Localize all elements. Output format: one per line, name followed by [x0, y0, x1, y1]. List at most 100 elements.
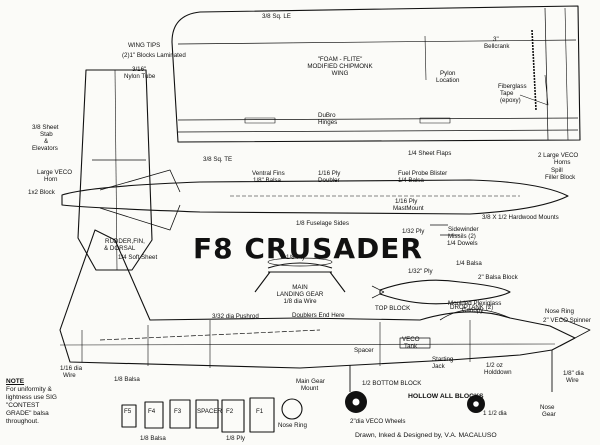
label-f4: F4 — [148, 408, 156, 415]
label-main-gear-2: LANDING GEAR — [276, 291, 324, 298]
label-soft-sheet: 1/4 Soft Sheet — [118, 254, 158, 261]
droptank — [379, 279, 511, 305]
label-droptank: DROPTANK (2) — [450, 304, 494, 311]
label-foam-flite: "FOAM - FLITE" — [317, 56, 363, 63]
label-wheels: 2"dia VECO Wheels — [350, 418, 406, 425]
label-former-balsa: 1/8 Balsa — [140, 435, 166, 442]
label-nose-gear-2: Gear — [542, 411, 556, 418]
fuselage-side-view — [59, 229, 576, 369]
label-sheet-stab-4: Elevators — [32, 145, 58, 152]
label-veco-horns-2: Horns — [554, 159, 571, 166]
wheels — [345, 391, 485, 413]
label-canopy-1: Moulded Plexiglass — [448, 300, 502, 307]
former-f3 — [169, 399, 191, 429]
label-dia-15: 1 1/2 dia — [483, 410, 507, 417]
label-wing-tips: WING TIPS — [128, 42, 161, 49]
label-nose-ring: Nose Ring — [545, 308, 574, 315]
label-mast-mount-1: 1/16 Ply — [395, 198, 418, 205]
label-starting-1: Starting — [432, 356, 454, 363]
label-fiberglass-2: Tape — [500, 90, 514, 97]
label-nose-gear-1: Nose — [540, 404, 555, 411]
landing-gear — [254, 262, 346, 293]
label-gear-mount-2: Mount — [301, 385, 319, 392]
label-ply-8: 1/8 Ply — [286, 254, 305, 261]
label-former-ply: 1/8 Ply — [226, 435, 245, 442]
label-ventral-2: 1/8" Balsa — [253, 177, 281, 184]
label-mast-mount-2: MastMount — [393, 205, 424, 212]
label-sheet-stab-2: Stab — [40, 131, 53, 138]
label-hold-1: 1/2 oz — [486, 362, 503, 369]
label-nylon-tube-2: Nylon Tube — [124, 73, 156, 80]
label-pylon-2: Location — [436, 77, 460, 84]
label-spill-1: Spill — [551, 167, 563, 174]
label-ventral-1: Ventral Fins — [252, 170, 285, 177]
label-quarter-balsa: 1/4 Balsa — [398, 177, 424, 184]
label-balsa-14: 1/4 Balsa — [456, 260, 482, 267]
label-sheet-stab-1: 3/8 Sheet — [32, 124, 59, 131]
label-veco-horn-2: Horn — [44, 176, 58, 183]
label-f1: F1 — [256, 408, 264, 415]
stabilizer-outline — [77, 69, 153, 271]
former-spacer — [195, 399, 219, 429]
label-fuel-probe: Fuel Probe Blister — [398, 170, 448, 177]
former-f1 — [249, 397, 275, 433]
label-pylon-1: Pylon — [440, 70, 456, 77]
label-bellcrank-2: Bellcrank — [484, 43, 510, 50]
former-f2 — [221, 399, 245, 433]
label-wire-16-2: Wire — [63, 372, 76, 379]
label-tank-1: VECO — [402, 336, 420, 343]
label-sidewinder-2: Missils (2) — [448, 233, 476, 240]
label-sq-le: 3/8 Sq. LE — [262, 13, 291, 20]
label-block-2: 2" Balsa Block — [478, 274, 518, 281]
label-spinner: 2" VECO Spinner — [543, 317, 591, 324]
label-rudder-2: & DORSAL — [104, 245, 136, 252]
label-f5: F5 — [124, 408, 132, 415]
label-main-gear-3: 1/8 dia Wire — [283, 298, 317, 305]
label-wire-dia: 1/8" dia — [563, 370, 584, 377]
label-ply-doubler-2: Doubler — [318, 177, 340, 184]
label-dubro-2: Hinges — [318, 119, 338, 126]
label-veco-horns-1: 2 Large VECO — [538, 152, 579, 159]
fuselage-top-view — [61, 179, 569, 215]
hollow-blocks-note: HOLLOW ALL BLOCKS — [408, 393, 484, 400]
label-spacer: Spacer — [354, 347, 374, 354]
label-dubro-1: DuBro — [318, 112, 336, 119]
label-sheet-flaps: 1/4 Sheet Flaps — [408, 150, 452, 157]
label-bellcrank-1: 3" — [493, 36, 499, 43]
label-former-nose-ring: Nose Ring — [278, 422, 307, 429]
label-nylon-tube-1: 3/16" — [132, 66, 147, 73]
label-bottom-block: 1/2 BOTTOM BLOCK — [362, 380, 422, 387]
label-tank-2: Tank — [404, 343, 418, 350]
note-heading: NOTE — [6, 378, 25, 385]
label-veco-horn-1: Large VECO — [37, 169, 73, 176]
label-doublers: Doublers End Here — [292, 312, 345, 319]
label-sq-te: 3/8 Sq. TE — [203, 156, 233, 163]
label-chipmonk-1: MODIFIED CHIPMONK — [307, 63, 373, 70]
label-wire-16-1: 1/16 dia — [60, 365, 83, 372]
label-spacer-former: SPACER — [197, 408, 222, 415]
label-sidewinder-1: Sidewinder — [448, 226, 479, 233]
label-fuselage-sides: 1/8 Fuselage Sides — [296, 220, 349, 227]
label-wire: Wire — [566, 377, 579, 384]
label-gear-mount-1: Main Gear — [296, 378, 325, 385]
label-pushrod: 3/32 dia Pushrod — [212, 313, 259, 320]
label-ply-32b: 1/32" Ply — [408, 268, 433, 275]
wing-outline — [171, 5, 581, 143]
label-f2: F2 — [226, 408, 234, 415]
label-stab-block: 1x2 Block — [28, 189, 55, 196]
label-ply-doubler-1: 1/16 Ply — [318, 170, 341, 177]
nose-ring-former — [281, 398, 303, 420]
former-f4 — [144, 401, 164, 429]
credit-line: Drawn, Inked & Designed by, V.A. MACALUS… — [355, 432, 497, 439]
label-chipmonk-2: WING — [331, 70, 349, 77]
note-body: For uniformity & lightness use SIG "CONT… — [6, 386, 57, 425]
former-f5 — [121, 404, 137, 428]
label-dowels: 1/4 Dowels — [447, 240, 478, 247]
label-f3: F3 — [174, 408, 182, 415]
label-canopy-2: Canopy — [462, 307, 484, 314]
label-top-block: TOP BLOCK — [375, 305, 411, 312]
note-block: NOTE For uniformity & lightness use SIG … — [6, 378, 58, 426]
label-blocks-laminated: (2)1" Blocks Laminated — [122, 52, 186, 59]
